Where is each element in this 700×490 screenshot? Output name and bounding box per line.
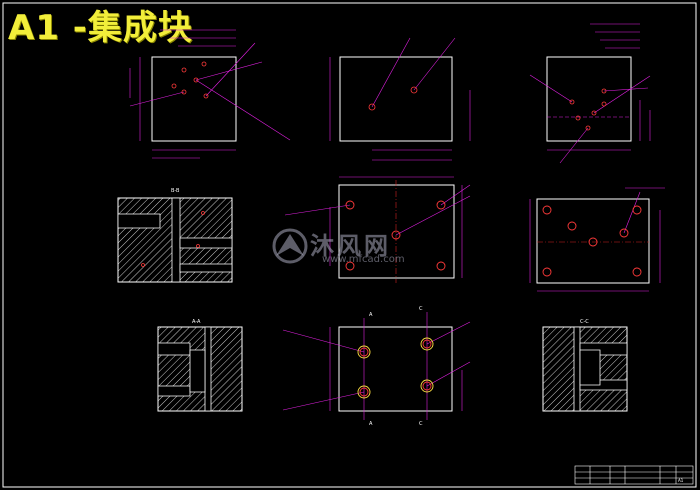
cut-mark-c-bottom: C <box>419 421 423 427</box>
section-view-cc: C-C <box>542 319 628 412</box>
watermark-text: 沐风网 <box>310 232 391 260</box>
section-label-aa: A-A <box>192 319 201 325</box>
view-top-middle <box>329 37 471 161</box>
section-view-aa: A-A <box>157 319 243 412</box>
section-view-bb: B-B <box>117 188 233 283</box>
view-middle-center <box>284 176 471 283</box>
title-block-label: A1 <box>678 478 684 483</box>
view-middle-right <box>529 187 665 292</box>
drawing-title: A1 -集成块 <box>8 8 193 48</box>
section-label-cc: C-C <box>580 319 589 325</box>
watermark-logo <box>272 228 308 264</box>
cut-mark-c-top: C <box>419 306 423 312</box>
cut-mark-a-top: A <box>369 312 373 318</box>
cut-mark-a-bottom: A <box>369 421 373 427</box>
section-label-bb: B-B <box>171 188 180 194</box>
view-top-right <box>529 23 651 164</box>
title-block <box>574 465 694 485</box>
watermark-url: www.mfcad.com <box>322 254 405 265</box>
view-bottom-center: A A C C <box>282 306 471 427</box>
view-top-left <box>129 29 291 159</box>
